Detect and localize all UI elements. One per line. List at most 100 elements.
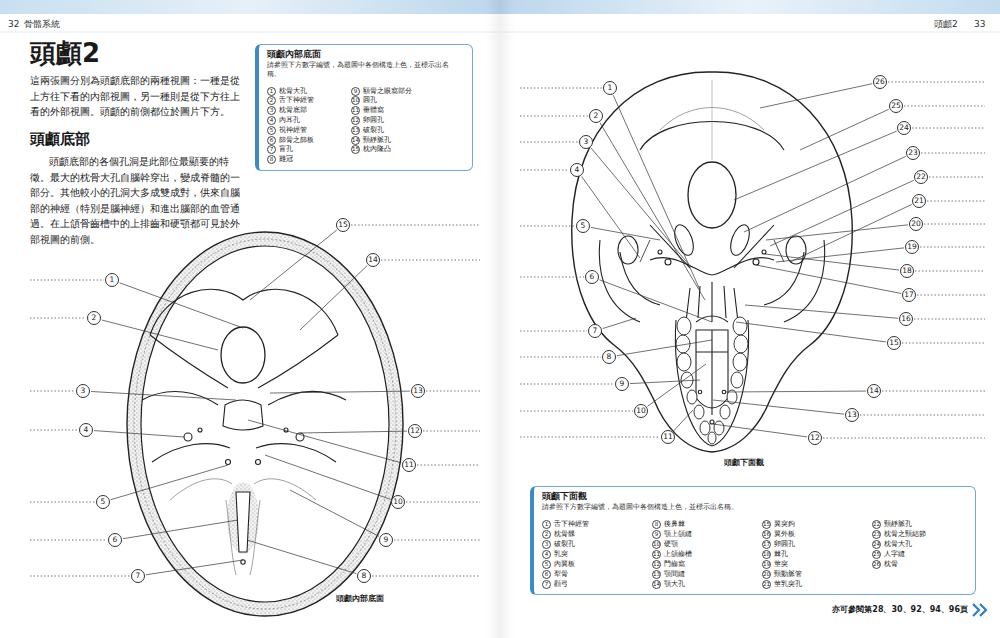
callout-number: 9 [379, 533, 393, 547]
list-number: 13 [652, 570, 661, 579]
cross-reference: 亦可參閱第28、30、92、94、96頁 [832, 605, 968, 615]
list-item: 盲孔 [279, 144, 293, 154]
list-item: 上頜齒槽 [664, 549, 692, 559]
list-item: 雞冠 [279, 154, 293, 164]
section-name: 骨骼系統 [24, 19, 60, 30]
dashed-guide [920, 247, 985, 248]
leader-line [765, 254, 899, 270]
leader-line [247, 540, 356, 574]
dashed-guide [520, 384, 614, 385]
list-number: 14 [351, 136, 360, 145]
dashed-guide [394, 540, 480, 541]
list-number: 10 [351, 96, 360, 105]
leader-line [770, 180, 914, 246]
leader-line [591, 148, 690, 266]
skull-inferior-view [650, 225, 774, 268]
list-number: 13 [351, 126, 360, 135]
leader-line [120, 283, 243, 328]
leader-line [617, 340, 712, 356]
list-item: 破裂孔 [363, 125, 384, 135]
list-number: 20 [762, 570, 771, 579]
list-number: 18 [762, 550, 771, 559]
skull-inferior-view [694, 405, 704, 419]
list-item: 頸動脈管 [774, 569, 802, 579]
skull-internal-view [127, 232, 403, 616]
list-item: 篩骨之篩板 [279, 135, 314, 145]
list-number: 19 [762, 560, 771, 569]
list-item: 犁骨 [554, 569, 568, 579]
dashed-guide [406, 502, 480, 503]
callout-number: 14 [366, 253, 380, 267]
list-number: 7 [542, 580, 551, 589]
skull-internal-view [268, 392, 346, 405]
leader-line [94, 431, 184, 437]
skull-inferior-view [698, 390, 702, 394]
skull-inferior-view [731, 372, 743, 388]
list-number: 4 [542, 550, 551, 559]
skull-inferior-view [734, 335, 748, 353]
skull-inferior-view [712, 80, 713, 160]
callout-number: 13 [411, 384, 425, 398]
callout-number: 6 [108, 533, 122, 547]
callout-number: 8 [357, 569, 371, 583]
skull-internal-view [221, 327, 265, 383]
skull-internal-view [134, 239, 396, 609]
leader-line [713, 424, 807, 437]
dashed-guide [30, 502, 95, 503]
dashed-guide [520, 170, 569, 171]
dashed-guide [520, 226, 575, 227]
dashed-guide [417, 465, 480, 466]
subheading: 頭顱底部 [30, 130, 90, 148]
dashed-guide [912, 128, 985, 129]
key-panel: 頭顱下面觀請參照下方數字編號，為題圖中各個構造上色，並標示出名稱。1舌下神經管2… [530, 486, 976, 595]
list-item: 舌下神經管 [554, 519, 589, 529]
callout-number: 22 [914, 170, 928, 184]
leader-line [250, 230, 337, 300]
list-item: 內耳孔 [279, 115, 300, 125]
skull-inferior-view [733, 317, 747, 335]
dashed-guide [520, 142, 578, 143]
skull-internal-view [226, 460, 231, 465]
list-item: 卵圓孔 [363, 115, 384, 125]
dashed-guide [520, 277, 584, 278]
skull-inferior-view [708, 432, 716, 444]
leader-line [745, 305, 898, 318]
list-item: 顎間縫 [664, 569, 685, 579]
list-item: 枕骨之頸結節 [884, 529, 926, 539]
list-item: 視神經管 [279, 125, 307, 135]
leader-line [111, 465, 228, 500]
list-item: 翼外板 [774, 529, 795, 539]
list-item: 破裂孔 [554, 539, 575, 549]
callout-number: 12 [408, 424, 422, 438]
leader-line [790, 204, 912, 262]
key-instruction: 請參照下方數字編號，為題圖中各個構造上色，並標示出名稱。 [542, 503, 964, 512]
leader-line [300, 266, 367, 330]
skull-inferior-view [572, 72, 852, 452]
skull-internal-view [141, 246, 389, 602]
callout-number: 15 [336, 218, 350, 232]
footer-chevrons [973, 604, 986, 616]
list-number: 15 [351, 145, 360, 154]
callout-number: 5 [96, 495, 110, 509]
leader-line [270, 391, 410, 393]
skull-inferior-view [710, 420, 714, 424]
list-item: 圓孔 [363, 95, 377, 105]
list-number: 11 [652, 550, 661, 559]
skull-inferior-view [658, 250, 662, 254]
list-item: 內翼板 [554, 559, 575, 569]
callout-number: 15 [887, 336, 901, 350]
callout-number: 5 [576, 219, 590, 233]
dashed-guide [520, 437, 660, 438]
leader-line [603, 318, 636, 329]
callout-number: 14 [867, 384, 881, 398]
leader-line [647, 364, 706, 406]
skull-inferior-view [688, 162, 736, 228]
callout-number: 1 [105, 273, 119, 287]
list-item: 垂體窩 [363, 105, 384, 115]
list-item: 後鼻棘 [664, 519, 685, 529]
list-item: 顎上頜縫 [664, 529, 692, 539]
body-text: 頭顱底部的各個孔洞是此部位最顯要的特徵。最大的枕骨大孔自腦幹穿出，變成脊髓的一部… [30, 154, 244, 247]
skull-inferior-view [620, 252, 660, 305]
callout-number: 6 [585, 270, 599, 284]
